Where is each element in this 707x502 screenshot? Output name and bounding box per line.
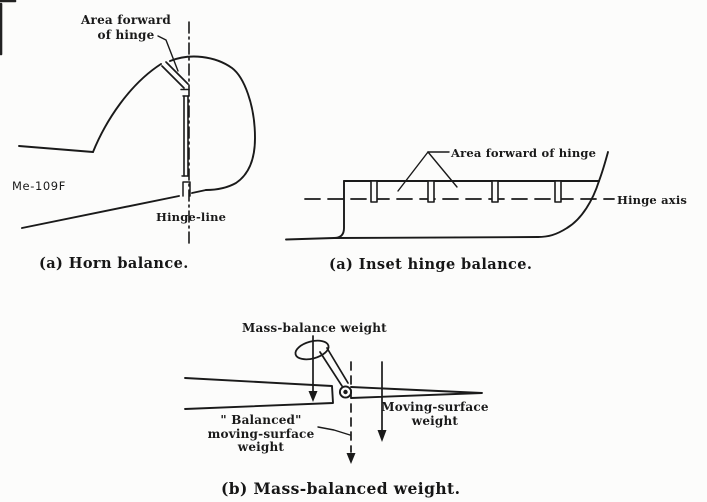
surface-left-edge	[285, 180, 345, 241]
moving-surface-weight-label: Moving-surface weight	[373, 400, 497, 428]
inset-hinge-balance-caption: (a) Inset hinge balance.	[329, 256, 533, 273]
fin-top-outline	[169, 55, 256, 191]
hinge-line-label: Hinge-line	[156, 210, 227, 224]
inset-area-leader-left	[397, 151, 429, 192]
scan-edge-artifacts	[0, 0, 17, 56]
hinge-bracket-4	[554, 180, 562, 203]
balanced-resultant-dashed-arrow	[346, 361, 356, 464]
inset-area-leader-right	[427, 151, 458, 188]
rudder-bottom-bracket	[182, 181, 191, 197]
horn-balance-caption: (a) Horn balance.	[39, 255, 189, 272]
balanced-weight-label-line2: moving-surface	[207, 426, 315, 441]
moving-weight-arrow-head	[377, 430, 387, 442]
balanced-moving-surface-weight-label: " Balanced" moving-surface weight	[197, 413, 325, 455]
fixed-surface-outline	[184, 377, 334, 410]
mass-weight-arrow	[308, 335, 318, 402]
aircraft-model-label: Me-109F	[12, 179, 66, 193]
horn-area-forward-label-line1: Area forward	[81, 13, 171, 27]
mass-balanced-weight-caption: (b) Mass-balanced weight.	[221, 479, 461, 498]
mass-balance-weight-ellipse	[294, 339, 330, 361]
horn-area-forward-label-line2: of hinge	[97, 28, 155, 42]
hinge-axis-label: Hinge axis	[617, 193, 688, 207]
mass-balanced-weight-drawing	[184, 335, 483, 464]
balanced-label-leader-line	[317, 426, 351, 436]
horn-slot-line-upper	[165, 61, 189, 85]
hinge-bracket-2	[427, 180, 435, 203]
mass-balance-weight-label: Mass-balance weight	[242, 321, 387, 335]
balance-arm-line-2	[326, 347, 349, 384]
fin-leading-edge	[92, 63, 162, 153]
horn-balance-drawing	[18, 21, 256, 248]
horn-area-forward-label: Area forward of hinge	[66, 13, 186, 43]
fuselage-bottom-line	[21, 195, 180, 229]
moving-surface-weight-label-line1: Moving-surface	[381, 400, 489, 414]
moving-surface-weight-label-line2: weight	[411, 414, 459, 428]
inset-hinge-balance-drawing	[285, 151, 615, 241]
hinge-bracket-3	[491, 180, 499, 203]
balanced-weight-label-line3: weight	[237, 440, 285, 454]
horn-slot-line-lower	[161, 65, 185, 89]
balanced-weight-label-line1: " Balanced"	[220, 413, 302, 427]
hinge-pivot-dot	[343, 389, 348, 395]
surface-tip-curve	[598, 151, 609, 182]
horn-area-leader-line	[157, 35, 179, 72]
surface-bottom-edge	[333, 236, 539, 239]
mass-weight-arrow-head	[308, 391, 318, 402]
surface-trailing-curve	[537, 180, 600, 238]
fuselage-top-line	[18, 145, 94, 153]
moving-surface-weight-arrow	[377, 361, 387, 442]
balanced-arrow-head	[346, 453, 356, 464]
hinge-bracket-1	[370, 180, 378, 203]
moving-surface-outline	[350, 386, 483, 399]
inset-area-forward-label: Area forward of hinge	[451, 146, 597, 160]
balance-arm-line-1	[319, 351, 343, 387]
fuselage-bottom-line-aft	[191, 189, 207, 194]
